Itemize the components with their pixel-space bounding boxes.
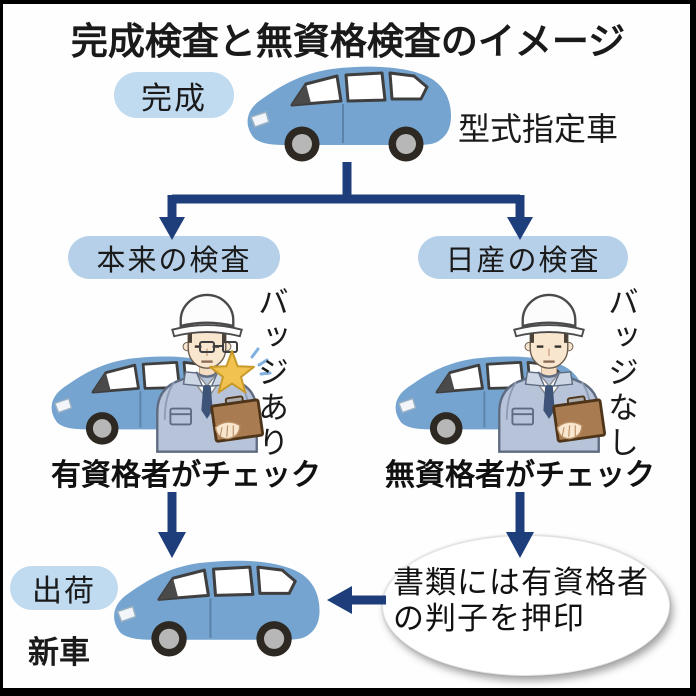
new-car-label: 新車	[28, 635, 90, 670]
inspector-no-badge-icon	[488, 288, 610, 454]
vehicle-type-label: 型式指定車	[458, 111, 619, 147]
stamp-note-bubble	[382, 535, 670, 676]
caption-qualified: 有資格者がチェック	[51, 459, 321, 492]
branch-right-header-label: 日産の検査	[445, 244, 601, 277]
stage-pill-complete: 完成	[114, 72, 234, 118]
caption-unqualified: 無資格者がチェック	[385, 459, 655, 492]
stage-pill-ship: 出荷	[10, 566, 118, 610]
sparkle-lines-icon	[250, 347, 272, 376]
branch-right-header-pill: 日産の検査	[418, 236, 628, 279]
branch-left-header-label: 本来の検査	[96, 244, 252, 277]
car-icon	[108, 558, 323, 659]
stamp-note-line1: 書類には有資格者	[393, 565, 649, 600]
stage-pill-complete-label: 完成	[141, 80, 207, 116]
badge-note-right: バッジなし	[603, 286, 638, 461]
stage-pill-ship-label: 出荷	[32, 575, 96, 608]
branch-left-header-pill: 本来の検査	[68, 236, 280, 279]
page-title: 完成検査と無資格検査のイメージ	[70, 21, 626, 62]
car-icon	[242, 64, 454, 164]
stamp-note-text: 書類には有資格者 の判子を押印	[393, 565, 649, 637]
badge-note-left: バッジあり	[253, 286, 288, 461]
glasses-icon	[199, 341, 238, 353]
star-badge-icon	[209, 347, 272, 394]
stamp-note-line2: の判子を押印	[393, 601, 585, 636]
